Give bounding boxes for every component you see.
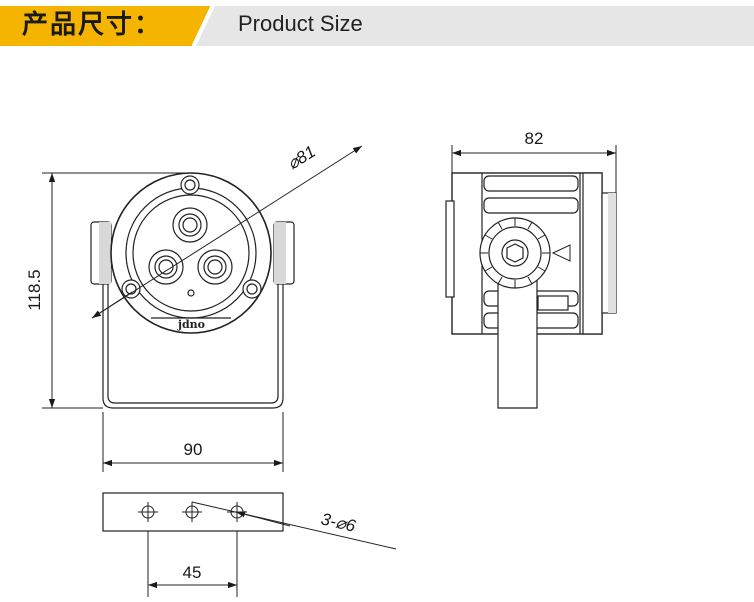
section-title-chinese: 产品尺寸： <box>22 10 163 40</box>
height-dimension <box>42 172 192 409</box>
section-title-english: Product Size <box>238 11 363 36</box>
width-dimension <box>102 412 284 472</box>
front-view <box>90 172 295 409</box>
height-label: 118.5 <box>25 269 44 310</box>
header-banner <box>0 5 754 47</box>
brand-logo: jdno <box>177 318 205 331</box>
width-label: 90 <box>184 440 203 459</box>
side-width-dimension <box>451 145 617 193</box>
section-header: 产品尺寸： Product Size <box>0 0 754 48</box>
spacing-label: 45 <box>183 563 202 582</box>
side-width-label: 82 <box>525 129 544 148</box>
holes-label: 3-⌀6 <box>319 509 358 535</box>
spacing-dimension <box>147 531 238 597</box>
base-plate <box>102 492 284 532</box>
side-view <box>445 172 617 409</box>
holes-leader <box>191 501 397 550</box>
dimension-drawing: jdno ⌀81 118.5 90 3-⌀6 45 <box>25 129 617 597</box>
diameter-label: ⌀81 <box>284 142 319 174</box>
